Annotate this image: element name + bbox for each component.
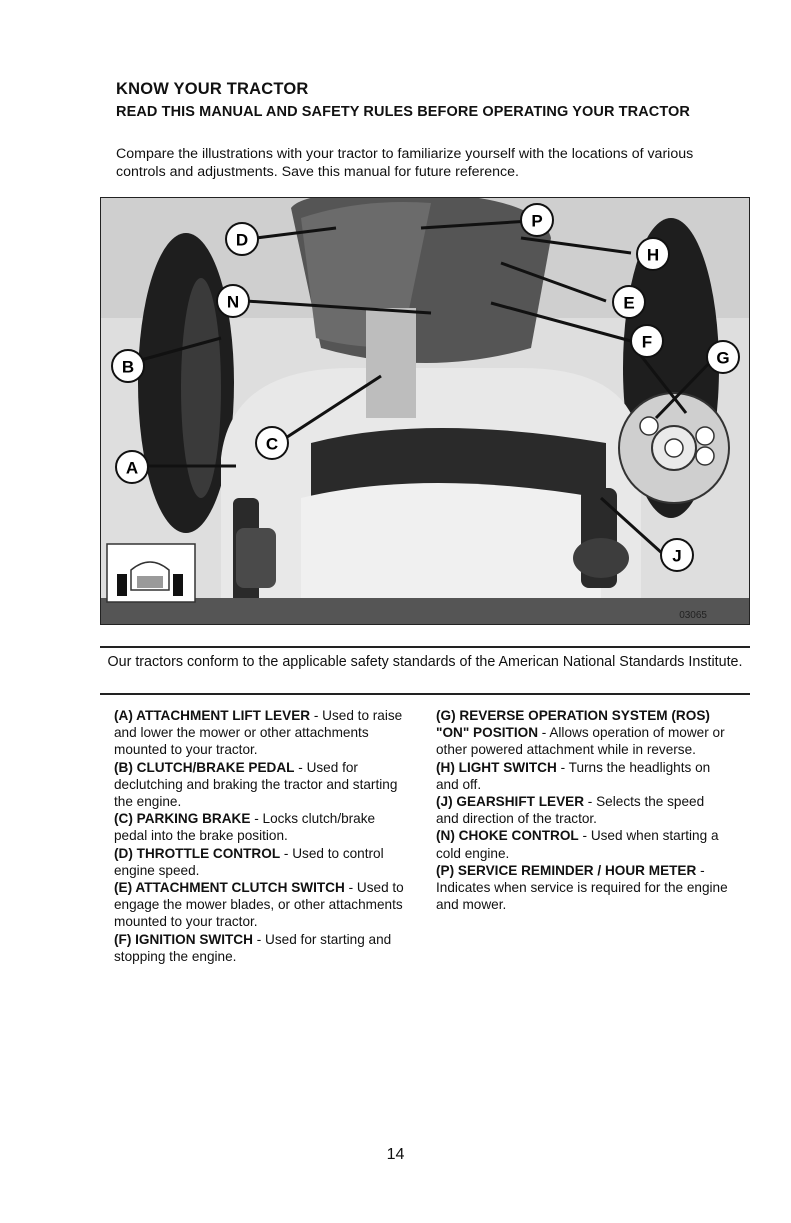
callout-f [630,324,664,358]
control-entry-attachment-clutch-switch: (E) ATTACHMENT CLUTCH SWITCH - Used to e… [114,879,406,931]
callout-g [706,340,740,374]
control-desc: - Indicates when service is required for… [436,862,728,913]
control-entry-service-reminder: (P) SERVICE REMINDER / HOUR METER - Indi… [436,862,728,914]
callout-d [225,222,259,256]
control-key: (P) SERVICE REMINDER / HOUR METER [436,862,697,878]
callout-g-label: G [716,349,729,368]
figure-code: 03065 [679,610,707,621]
callout-e [612,285,646,319]
callout-j [660,538,694,572]
control-key: (N) CHOKE CONTROL [436,828,579,844]
callout-p-label: P [531,212,542,231]
control-desc: - Used to raise and lower the mower or o… [114,708,403,758]
control-key: (C) PARKING BRAKE [114,811,251,827]
callout-c-label: C [266,435,278,454]
control-desc: - Used to control engine speed. [114,845,384,878]
tractor-illustration: D P H E F N B G C A J [101,198,749,624]
controls-list-right: (G) REVERSE OPERATION SYSTEM (ROS) "ON" … [436,707,728,913]
callout-a-label: A [126,459,138,478]
control-entry-choke-control: (N) CHOKE CONTROL - Used when starting a… [436,827,728,861]
control-desc: - Selects the speed and direction of the… [436,794,705,827]
control-entry-attachment-lift-lever: (A) ATTACHMENT LIFT LEVER - Used to rais… [114,707,406,759]
callout-n [216,284,250,318]
callout-b-label: B [122,358,134,377]
callout-d-label: D [236,231,248,250]
control-desc: - Used when starting a cold engine. [436,828,719,861]
control-entry-ignition-switch: (F) IGNITION SWITCH - Used for starting … [114,931,406,965]
divider-top [100,646,750,648]
control-key: (E) ATTACHMENT CLUTCH SWITCH [114,880,345,896]
control-key: (G) REVERSE OPERATION SYSTEM (ROS) "ON" … [436,708,710,741]
page-title: KNOW YOUR TRACTOR [116,80,309,98]
control-desc: - Locks clutch/brake pedal into the brak… [114,811,376,844]
control-desc: - Used for declutching and braking the t… [114,759,398,810]
control-key: (B) CLUTCH/BRAKE PEDAL [114,759,295,775]
control-desc: - Used to engage the mower blades, or ot… [114,880,404,930]
control-key: (F) IGNITION SWITCH [114,931,253,947]
control-desc: - Used for starting and stopping the eng… [114,931,392,964]
callout-h [636,237,670,271]
callout-e-label: E [623,294,634,313]
callout-j-label: J [672,547,681,566]
callout-h-label: H [647,246,659,265]
control-key: (J) GEARSHIFT LEVER [436,794,585,810]
page-number: 14 [386,1146,405,1163]
controls-list-left: (A) ATTACHMENT LIFT LEVER - Used to rais… [114,707,406,965]
callout-p [520,203,554,237]
control-key: (D) THROTTLE CONTROL [114,845,281,861]
control-entry-parking-brake: (C) PARKING BRAKE - Locks clutch/brake p… [114,810,406,844]
control-entry-gearshift-lever: (J) GEARSHIFT LEVER - Selects the speed … [436,793,728,827]
safety-standards-note: Our tractors conform to the applicable s… [107,654,743,670]
control-entry-clutch-brake-pedal: (B) CLUTCH/BRAKE PEDAL - Used for declut… [114,759,406,811]
callout-b [111,349,145,383]
control-desc: - Turns the headlights on and off. [436,759,711,792]
control-desc: - Allows operation of mower or other pow… [436,725,725,758]
control-entry-throttle-control: (D) THROTTLE CONTROL - Used to control e… [114,845,406,879]
control-key: (H) LIGHT SWITCH [436,759,557,775]
tractor-dashboard-figure: D P H E F N B G C A J 03065 [100,197,750,625]
divider-bottom [100,693,750,695]
control-entry-light-switch: (H) LIGHT SWITCH - Turns the headlights … [436,759,728,793]
control-entry-reverse-operation-system: (G) REVERSE OPERATION SYSTEM (ROS) "ON" … [436,707,728,759]
callout-f-label: F [642,333,652,352]
intro-paragraph: Compare the illustrations with your trac… [116,146,694,180]
callout-c [255,426,289,460]
page-subtitle: READ THIS MANUAL AND SAFETY RULES BEFORE… [116,104,690,120]
callout-a [115,450,149,484]
callout-n-label: N [227,293,239,312]
control-key: (A) ATTACHMENT LIFT LEVER [114,708,311,723]
